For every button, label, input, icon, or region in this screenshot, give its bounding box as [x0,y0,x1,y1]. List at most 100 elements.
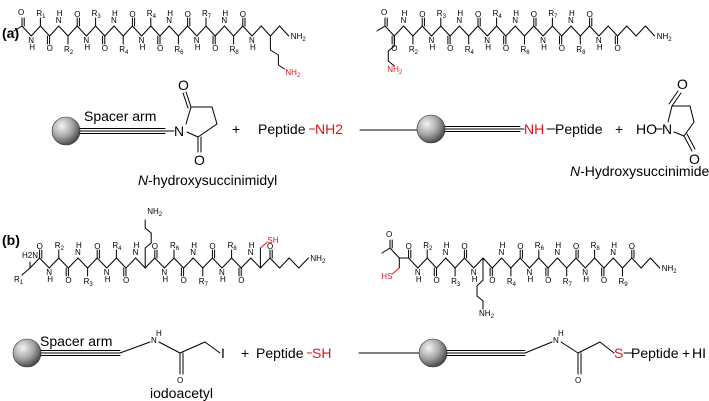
bond [125,257,137,269]
bond [49,25,60,37]
carbonyl-o: O [475,10,481,19]
bond [250,257,261,269]
side-chain-r: R8 [228,241,238,252]
bond [598,25,609,37]
nhs-o-top: O [178,77,189,93]
side-chain-r: R4 [493,9,503,20]
bond [259,257,271,269]
side-chain-r: R2 [64,45,74,56]
carbonyl-o: O [629,242,635,251]
bond [381,247,391,254]
bond [77,257,89,269]
bond [589,25,600,37]
iodoacetyl-h: H [156,329,162,338]
amide-h: H [112,9,118,18]
bond [514,25,525,37]
bond [187,25,198,37]
amine-group: NH2 [315,121,343,137]
side-chain-r: R2 [55,241,65,252]
amide-h: H [162,275,168,284]
carbonyl-o: O [238,276,244,285]
bond [95,25,106,37]
product-h: H [558,329,564,338]
reaction-a: Spacer arm N O O N-hydroxysuccinimidyl +… [51,76,709,188]
bond [376,25,386,32]
bond [561,25,572,37]
carbonyl-o: O [503,44,509,53]
amide-n: N [456,16,462,25]
bond [603,257,614,269]
bond [579,25,591,37]
amide-n: N [596,36,602,45]
carbonyl-o: O [391,44,397,53]
bond [649,257,661,269]
bond [644,25,656,37]
carbonyl-o: O [587,10,593,19]
bond [476,279,484,287]
amide-h: H [555,241,561,250]
side-chain-r: R8 [576,45,586,56]
bond [403,25,414,37]
bond [486,25,498,37]
amide-n: N [221,16,227,25]
bond [387,45,395,52]
side-chain-r: R8 [591,241,601,252]
bond [635,25,646,37]
bond [519,257,530,269]
bond [445,257,456,269]
bond [412,25,423,37]
amide-n: N [610,248,616,257]
panel-label-a: (a) [2,25,19,41]
carbonyl-o: O [240,10,246,19]
amide-n: N [194,36,200,45]
amide-n: N [46,268,52,277]
c-terminal-amide: NH2 [662,264,678,275]
amide-h: H [472,275,478,284]
bond [421,25,432,37]
amide-h: H [583,275,589,284]
side-chain-r: R7 [202,9,212,20]
iodoacetyl-n: N [151,336,157,345]
amide-n: N [249,36,255,45]
carbonyl-o: O [123,276,129,285]
bond [473,257,484,269]
bond [269,257,281,269]
bond [505,25,516,37]
bond [594,257,605,269]
amide-h: H [105,275,111,284]
bond [154,257,165,269]
amide-h: H [29,43,35,52]
amide-h: H [597,43,603,52]
lysine-amine: NH2 [479,309,495,320]
peptide-word: Peptide [256,345,304,361]
spacer-arm [79,128,166,134]
bond [177,25,189,37]
bond [221,257,233,269]
carbonyl-o: O [434,276,440,285]
bond [387,60,395,67]
bond [529,257,540,269]
amide-h: H [402,9,408,18]
cysteine-thiol: SH [267,236,278,245]
carbonyl-o: O [74,10,80,19]
side-chain-r: R3 [437,9,447,20]
reaction-b: Spacer arm N H O I iodoacetyl + Peptide … [12,329,706,401]
amide-nh: NH [524,121,544,137]
amide-n: N [219,268,225,277]
product-n: N [553,336,559,345]
byproduct-n: N [662,121,672,137]
side-chain-r: R4 [119,45,129,56]
c-terminal-amide: NH2 [657,32,673,43]
amide-h: H [195,43,201,52]
iodoacetyl-caption: iodoacetyl [150,385,213,401]
amide-n: N [133,248,139,257]
bond [417,257,428,269]
side-chain-r: R6 [521,45,531,56]
carbonyl-o: O [181,276,187,285]
amide-n: N [104,268,110,277]
amide-n: N [484,36,490,45]
carbonyl-o: O [37,242,43,251]
byproduct-ring [667,90,696,152]
thiol-group: SH [312,345,331,361]
amide-h: H [457,9,463,18]
